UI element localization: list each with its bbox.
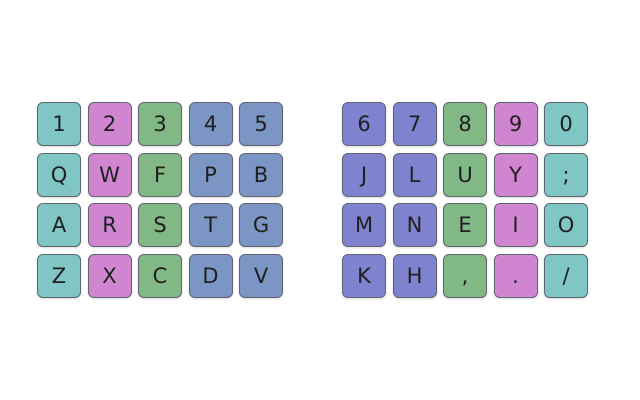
key-8[interactable]: 8 <box>443 102 487 146</box>
key-p[interactable]: P <box>188 152 233 197</box>
key-5[interactable]: 5 <box>239 102 283 146</box>
key-9[interactable]: 9 <box>493 102 538 146</box>
key-x[interactable]: X <box>87 253 132 298</box>
key-q[interactable]: Q <box>37 152 81 197</box>
key-2[interactable]: 2 <box>87 102 132 146</box>
key-e[interactable]: E <box>443 203 487 247</box>
key-7[interactable]: 7 <box>392 102 437 146</box>
key-t[interactable]: T <box>188 203 233 247</box>
key-u[interactable]: U <box>443 152 487 197</box>
key-4[interactable]: 4 <box>188 102 233 146</box>
key-slash[interactable]: / <box>544 253 588 298</box>
key-n[interactable]: N <box>392 203 437 247</box>
key-comma[interactable]: , <box>443 253 487 298</box>
key-h[interactable]: H <box>392 253 437 298</box>
key-s[interactable]: S <box>138 203 182 247</box>
key-c[interactable]: C <box>138 253 182 298</box>
key-b[interactable]: B <box>239 152 283 197</box>
key-l[interactable]: L <box>392 152 437 197</box>
key-w[interactable]: W <box>87 152 132 197</box>
key-1[interactable]: 1 <box>37 102 81 146</box>
key-g[interactable]: G <box>239 203 283 247</box>
key-d[interactable]: D <box>188 253 233 298</box>
key-j[interactable]: J <box>342 152 386 197</box>
key-k[interactable]: K <box>342 253 386 298</box>
key-v[interactable]: V <box>239 253 283 298</box>
key-a[interactable]: A <box>37 203 81 247</box>
key-z[interactable]: Z <box>37 253 81 298</box>
key-3[interactable]: 3 <box>138 102 182 146</box>
key-o[interactable]: O <box>544 203 588 247</box>
key-period[interactable]: . <box>493 253 538 298</box>
key-0[interactable]: 0 <box>544 102 588 146</box>
key-semicolon[interactable]: ; <box>544 152 588 197</box>
key-6[interactable]: 6 <box>342 102 386 146</box>
key-f[interactable]: F <box>138 152 182 197</box>
key-y[interactable]: Y <box>493 152 538 197</box>
key-i[interactable]: I <box>493 203 538 247</box>
key-r[interactable]: R <box>87 203 132 247</box>
key-m[interactable]: M <box>342 203 386 247</box>
